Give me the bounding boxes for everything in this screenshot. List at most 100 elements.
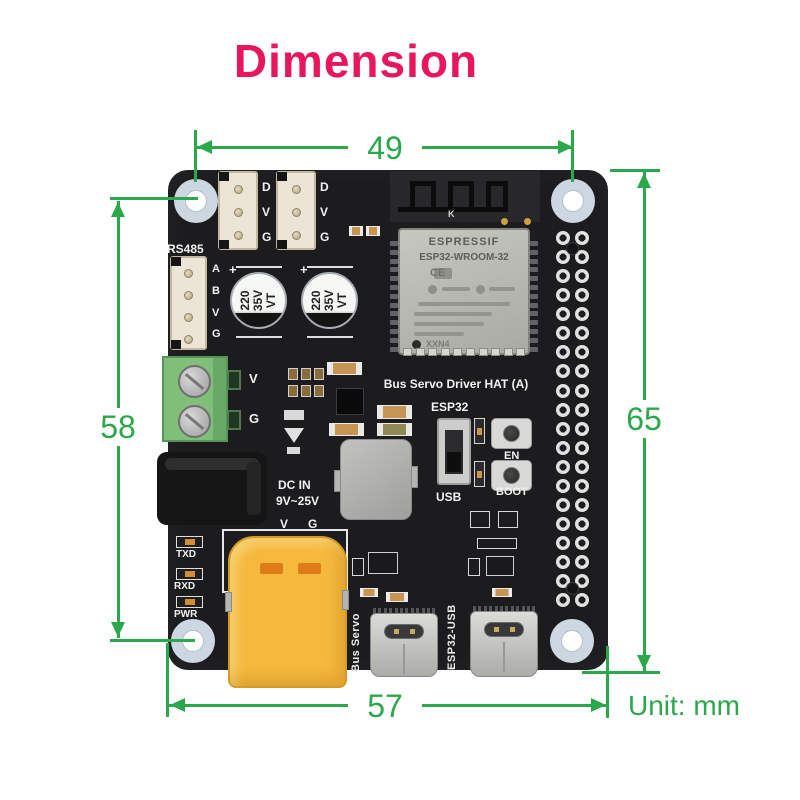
module-logo-icon: [476, 285, 485, 294]
module-pin: [530, 285, 538, 290]
inductor: [340, 439, 412, 520]
rs485-pin-b: B: [212, 285, 220, 297]
usb-lead: [394, 608, 398, 614]
header-footprint: [477, 538, 517, 549]
usb-lead: [510, 606, 514, 612]
usb-lead: [478, 606, 482, 612]
module-pin: [530, 303, 538, 308]
module-pin: [530, 329, 538, 334]
dim-bottom-value: 57: [348, 687, 422, 725]
module-pin: [390, 303, 398, 308]
pcb-antenna: [390, 171, 540, 222]
terminal-screw: [178, 365, 211, 398]
hole-inner: [185, 190, 207, 212]
dim58-ext-top: [110, 197, 198, 200]
en-label: EN: [504, 450, 520, 462]
smd-capacitor: [327, 362, 362, 375]
gpio-hole: [575, 555, 589, 569]
en-button: [491, 418, 532, 449]
rs485-label: RS485: [167, 242, 204, 256]
usb-lead: [378, 608, 382, 614]
gpio-hole: [556, 593, 570, 607]
module-pin: [390, 285, 398, 290]
dim49-tick-right: [571, 130, 574, 182]
switch-esp32-label: ESP32: [431, 400, 469, 414]
conn1-pin-g: G: [262, 230, 272, 244]
module-pin: [390, 338, 398, 343]
gpio-hole: [556, 422, 570, 436]
module-pin: [390, 241, 398, 246]
smd-component: [314, 368, 324, 380]
usb-lead: [521, 606, 525, 612]
gpio-hole: [575, 498, 589, 512]
module-pin: [390, 347, 398, 352]
xt60-v-label: V: [280, 517, 289, 531]
module-pin: [390, 259, 398, 264]
gpio-hole: [556, 460, 570, 474]
dim-top-value: 49: [348, 129, 422, 167]
rs485-pin-v: V: [212, 307, 220, 319]
gpio-hole: [556, 384, 570, 398]
hole-inner: [561, 630, 583, 652]
pwr-label: PWR: [174, 609, 198, 620]
pad-grid: [468, 558, 480, 576]
capacitor-1: 220 35V VT: [230, 272, 287, 329]
cap-value: 220: [237, 290, 252, 311]
gpio-hole: [575, 231, 589, 245]
mounting-hole-bottom-right: [550, 619, 594, 663]
gpio-hole: [575, 384, 589, 398]
module-pin: [390, 320, 398, 325]
gpio-hole: [556, 555, 570, 569]
module-pin: [530, 259, 538, 264]
pwr-led: [176, 596, 203, 608]
inductor-clip: [411, 466, 418, 488]
smd-capacitor: [492, 588, 512, 597]
usb-lead: [389, 608, 393, 614]
smd-led: [474, 418, 485, 444]
cap2-plus: +: [300, 262, 308, 277]
ce-mark: CE: [430, 267, 446, 279]
smd-capacitor: [329, 423, 364, 436]
dim65-ext-top: [610, 169, 660, 172]
boot-label: BOOT: [496, 486, 528, 498]
module-model: ESP32-WROOM-32: [419, 252, 509, 263]
gpio-hole: [575, 269, 589, 283]
cap-series: VT: [334, 292, 349, 309]
xt60-connector: [228, 536, 347, 688]
smd-capacitor: [349, 226, 363, 236]
esp32-usb-label: ESP32-USB: [446, 604, 458, 670]
module-pin: [530, 241, 538, 246]
gpio-hole: [556, 326, 570, 340]
xt60-g-label: G: [308, 517, 318, 531]
cap-value: 220: [308, 290, 323, 311]
smd-capacitor: [377, 405, 412, 419]
bus-servo-usb-port: [370, 613, 438, 677]
arrow-up-icon: [111, 202, 125, 217]
dim58-ext-bottom: [110, 639, 195, 642]
module-pin: [530, 294, 538, 299]
gpio-hole: [556, 403, 570, 417]
gpio-hole: [556, 250, 570, 264]
usb-lead: [383, 608, 387, 614]
cap-voltage: 35V: [321, 289, 336, 312]
sot23-footprint: [498, 511, 518, 528]
rs485-connector: [170, 256, 207, 350]
gpio-hole: [575, 307, 589, 321]
mounting-hole-top-right: [551, 179, 595, 223]
rxd-label: RXD: [174, 581, 196, 592]
module-pin: [530, 267, 538, 272]
gpio-hole: [556, 231, 570, 245]
usb-lead: [494, 606, 498, 612]
module-pin: [530, 338, 538, 343]
module-pin: [530, 250, 538, 255]
usb-lead: [427, 608, 430, 614]
usb-lead: [516, 606, 520, 612]
terminal-g-label: G: [249, 411, 260, 426]
terminal-v-label: V: [249, 371, 258, 386]
module-pad: [491, 348, 501, 356]
conn2-pin-v: V: [320, 205, 329, 219]
rs485-pin-g: G: [212, 328, 221, 340]
conn2-pin-g: G: [320, 230, 330, 244]
dc-in-label: DC IN: [278, 478, 311, 492]
